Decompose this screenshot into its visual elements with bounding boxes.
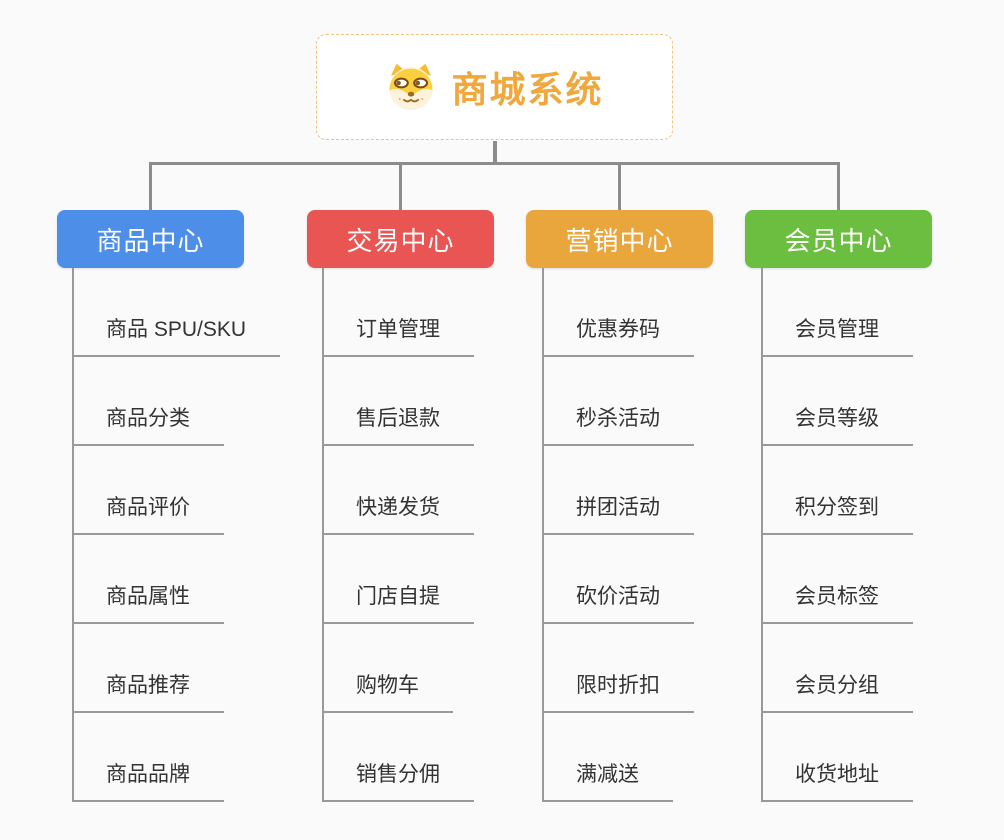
branch-drop-connector bbox=[618, 164, 621, 210]
leaf-node[interactable]: 会员等级 bbox=[761, 406, 913, 446]
leaf-node[interactable]: 限时折扣 bbox=[542, 673, 694, 713]
branch-spine bbox=[322, 268, 324, 802]
leaf-node[interactable]: 拼团活动 bbox=[542, 495, 694, 535]
leaf-node[interactable]: 满减送 bbox=[542, 762, 673, 802]
leaf-node[interactable]: 售后退款 bbox=[322, 406, 474, 446]
branch-bus-connector bbox=[149, 162, 840, 165]
branch-label: 商品中心 bbox=[96, 225, 205, 256]
leaf-node[interactable]: 购物车 bbox=[322, 673, 453, 713]
branch-node-trade-center[interactable]: 交易中心 bbox=[307, 210, 494, 268]
leaf-node[interactable]: 秒杀活动 bbox=[542, 406, 694, 446]
leaf-node[interactable]: 会员标签 bbox=[761, 584, 913, 624]
branch-spine bbox=[761, 268, 763, 802]
root-trunk-connector bbox=[493, 141, 497, 164]
leaf-node[interactable]: 商品属性 bbox=[72, 584, 224, 624]
leaf-node[interactable]: 会员管理 bbox=[761, 317, 913, 357]
leaf-node[interactable]: 商品 SPU/SKU bbox=[72, 317, 281, 357]
branch-node-member-center[interactable]: 会员中心 bbox=[745, 210, 932, 268]
branch-node-product-center[interactable]: 商品中心 bbox=[57, 210, 244, 268]
branch-drop-connector bbox=[837, 164, 840, 210]
leaf-node[interactable]: 商品分类 bbox=[72, 406, 224, 446]
leaf-node[interactable]: 快递发货 bbox=[322, 495, 474, 535]
leaf-node[interactable]: 商品评价 bbox=[72, 495, 224, 535]
leaf-node[interactable]: 收货地址 bbox=[761, 762, 913, 802]
root-title: 商城系统 bbox=[451, 69, 604, 110]
doge-icon bbox=[385, 63, 437, 111]
leaf-node[interactable]: 优惠券码 bbox=[542, 317, 694, 357]
leaf-node[interactable]: 商品品牌 bbox=[72, 762, 224, 802]
branch-spine bbox=[542, 268, 544, 802]
root-node[interactable]: 商城系统 bbox=[316, 34, 673, 140]
branch-node-marketing-center[interactable]: 营销中心 bbox=[526, 210, 713, 268]
branch-spine bbox=[72, 268, 74, 802]
branch-drop-connector bbox=[149, 164, 152, 210]
leaf-node[interactable]: 商品推荐 bbox=[72, 673, 224, 713]
leaf-node[interactable]: 积分签到 bbox=[761, 495, 913, 535]
branch-label: 会员中心 bbox=[784, 225, 893, 256]
leaf-node[interactable]: 砍价活动 bbox=[542, 584, 694, 624]
leaf-node[interactable]: 门店自提 bbox=[322, 584, 474, 624]
leaf-node[interactable]: 会员分组 bbox=[761, 673, 913, 713]
leaf-node[interactable]: 订单管理 bbox=[322, 317, 474, 357]
branch-label: 营销中心 bbox=[565, 225, 674, 256]
leaf-node[interactable]: 销售分佣 bbox=[322, 762, 474, 802]
branch-drop-connector bbox=[399, 164, 402, 210]
branch-label: 交易中心 bbox=[346, 225, 455, 256]
